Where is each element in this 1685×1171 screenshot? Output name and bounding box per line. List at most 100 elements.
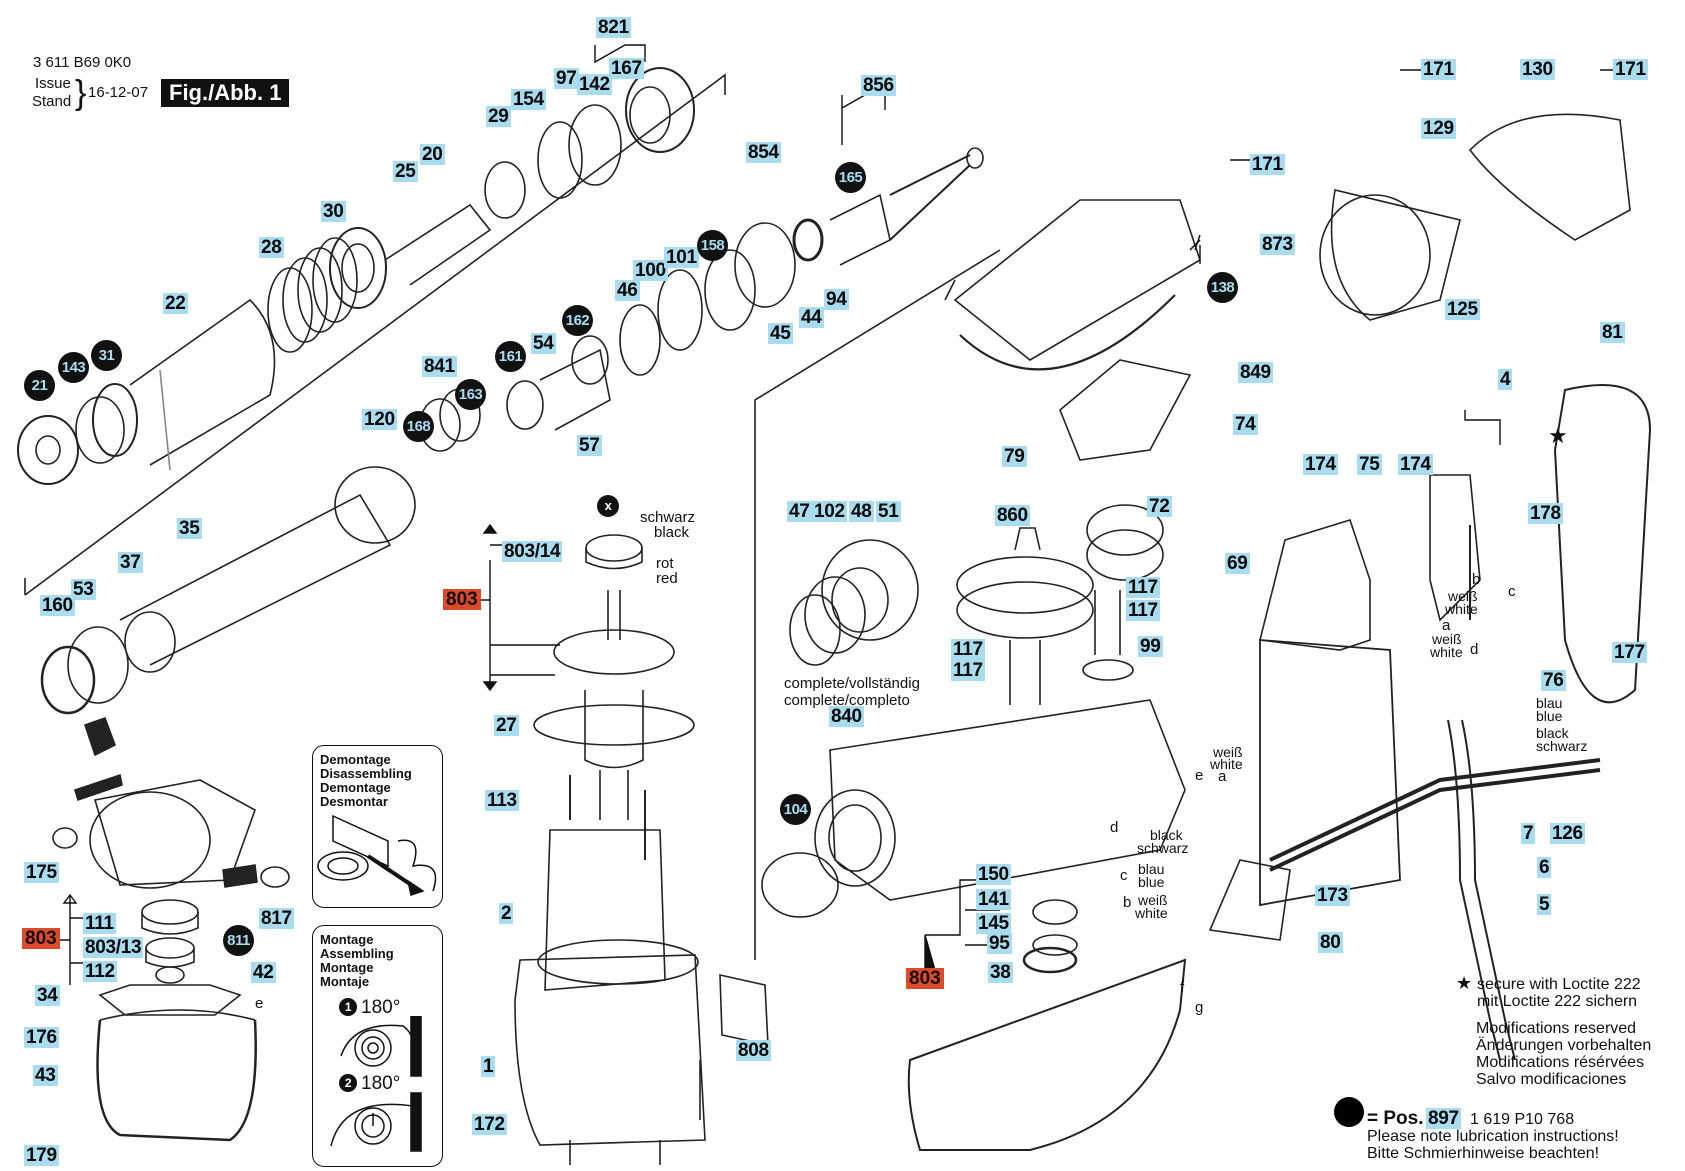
lubrication-circle-label[interactable]: 162 [562,305,593,336]
part-label[interactable]: 38 [988,962,1013,983]
lubrication-circle-label[interactable]: 158 [697,230,728,261]
lubrication-circle-label[interactable]: 143 [58,352,89,383]
assembly-label[interactable]: 803 [443,589,481,610]
part-label[interactable]: 177 [1612,642,1647,663]
part-label[interactable]: 46 [615,280,640,301]
part-label[interactable]: 54 [531,333,556,354]
part-label[interactable]: 7 [1521,823,1536,844]
part-label[interactable]: 130 [1520,59,1555,80]
part-label[interactable]: 176 [24,1027,59,1048]
part-label[interactable]: 817 [259,908,294,929]
part-label[interactable]: 79 [1002,446,1027,467]
part-label[interactable]: 100 [633,260,668,281]
pos-number[interactable]: 897 [1426,1108,1461,1129]
part-label[interactable]: 173 [1315,885,1350,906]
part-label[interactable]: 873 [1260,234,1295,255]
part-label[interactable]: 101 [664,247,699,268]
lubrication-circle-label[interactable]: 165 [835,162,866,193]
part-label[interactable]: 154 [511,89,546,110]
part-label[interactable]: 150 [976,864,1011,885]
part-label[interactable]: 856 [861,75,896,96]
lubrication-circle-label[interactable]: 168 [403,411,434,442]
part-label[interactable]: 840 [829,706,864,727]
part-label[interactable]: 48 [849,501,874,522]
part-label[interactable]: 113 [485,790,519,811]
part-label[interactable]: 117 [951,639,985,660]
part-label[interactable]: 808 [736,1040,771,1061]
part-label[interactable]: 75 [1357,454,1382,475]
part-label[interactable]: 5 [1537,894,1552,915]
part-label[interactable]: 27 [494,715,519,736]
part-label[interactable]: 29 [486,106,511,127]
part-label[interactable]: 171 [1421,59,1456,80]
part-label[interactable]: 97 [554,68,579,89]
part-label[interactable]: 172 [472,1114,507,1135]
lubrication-circle-label[interactable]: 31 [91,340,122,371]
part-label[interactable]: 860 [995,505,1030,526]
assembly-label[interactable]: 803 [906,968,944,989]
lubrication-circle-label[interactable]: 161 [495,341,526,372]
part-label[interactable]: 111 [83,913,116,934]
part-label[interactable]: 803/14 [502,541,563,562]
part-label[interactable]: 179 [24,1145,59,1166]
part-label[interactable]: 76 [1541,670,1566,691]
lubrication-circle-label[interactable]: 163 [455,379,486,410]
part-label[interactable]: 125 [1445,299,1480,320]
part-label[interactable]: 74 [1233,414,1258,435]
part-label[interactable]: 57 [577,435,602,456]
part-label[interactable]: 20 [420,144,445,165]
part-label[interactable]: 6 [1537,857,1552,878]
part-label[interactable]: 45 [768,323,793,344]
part-label[interactable]: 37 [118,552,143,573]
part-label[interactable]: 42 [251,962,276,983]
part-label[interactable]: 95 [987,933,1012,954]
part-label[interactable]: 171 [1613,59,1648,80]
part-label[interactable]: 126 [1550,823,1585,844]
part-label[interactable]: 803/13 [83,937,144,958]
part-label[interactable]: 47 [787,501,812,522]
part-label[interactable]: 174 [1398,454,1433,475]
part-label[interactable]: 175 [24,862,59,883]
part-label[interactable]: 25 [393,161,418,182]
part-label[interactable]: 51 [876,501,901,522]
lubrication-circle-label[interactable]: 138 [1207,272,1238,303]
part-label[interactable]: 849 [1238,362,1273,383]
part-label[interactable]: 167 [609,58,644,79]
part-label[interactable]: 43 [33,1065,58,1086]
part-label[interactable]: 120 [362,409,397,430]
part-label[interactable]: 112 [83,961,117,982]
lubrication-circle-label[interactable]: 811 [223,925,254,956]
part-label[interactable]: 160 [40,595,75,616]
part-label[interactable]: 117 [1126,600,1160,621]
part-label[interactable]: 1 [481,1056,496,1077]
part-label[interactable]: 141 [976,889,1011,910]
part-label[interactable]: 94 [824,289,849,310]
part-label[interactable]: 35 [177,518,202,539]
part-label[interactable]: 30 [321,201,346,222]
part-label[interactable]: 171 [1250,154,1285,175]
part-label[interactable]: 178 [1528,503,1563,524]
part-label[interactable]: 821 [596,17,631,38]
part-label[interactable]: 129 [1421,118,1456,139]
part-label[interactable]: 142 [577,74,612,95]
part-label[interactable]: 2 [499,903,514,924]
part-label[interactable]: 4 [1498,369,1513,390]
part-label[interactable]: 53 [71,579,96,600]
part-label[interactable]: 81 [1600,322,1625,343]
part-label[interactable]: 117 [1126,577,1160,598]
part-label[interactable]: 34 [35,985,60,1006]
part-label[interactable]: 117 [951,660,985,681]
assembly-label[interactable]: 803 [22,928,60,949]
part-label[interactable]: 145 [976,913,1011,934]
part-label[interactable]: 69 [1225,553,1250,574]
part-label[interactable]: 22 [163,293,188,314]
part-label[interactable]: 102 [812,501,847,522]
part-label[interactable]: 80 [1318,932,1343,953]
lubrication-circle-label[interactable]: 104 [780,794,811,825]
part-label[interactable]: 28 [259,237,284,258]
part-label[interactable]: 99 [1138,636,1163,657]
part-label[interactable]: 44 [799,307,824,328]
part-label[interactable]: 854 [746,142,781,163]
part-label[interactable]: 174 [1303,454,1338,475]
part-label[interactable]: 841 [422,356,457,377]
